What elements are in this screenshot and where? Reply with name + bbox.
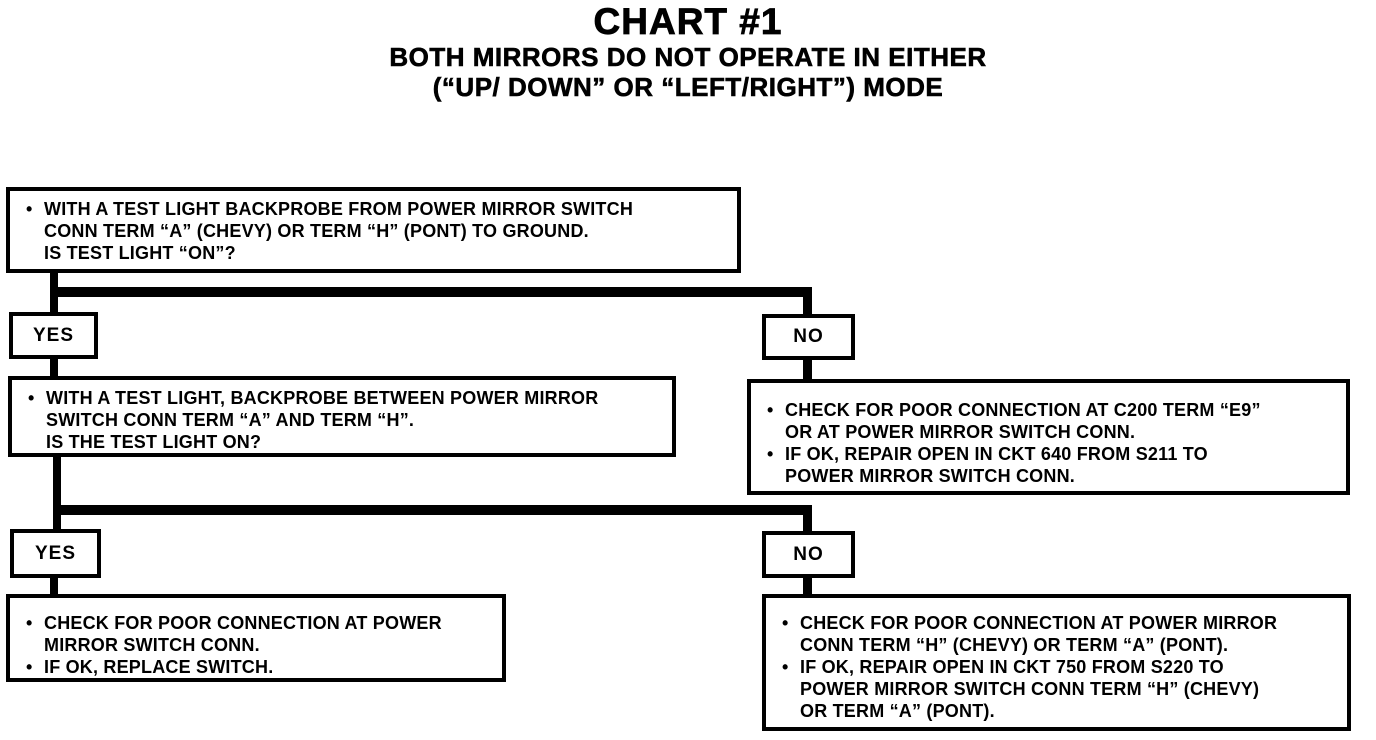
connector-bar2-to-no2	[803, 507, 812, 533]
chart-title: CHART #1	[593, 1, 783, 42]
decision1-question: IS TEST LIGHT “ON”?	[44, 243, 236, 263]
yes-label: YES	[34, 542, 77, 564]
yes-branch-2: YES	[10, 529, 101, 578]
bullet-icon: •	[26, 199, 33, 219]
no-label: NO	[793, 543, 824, 565]
connector-yes1-to-q2	[50, 357, 58, 378]
chart-subtitle-line1: BOTH MIRRORS DO NOT OPERATE IN EITHER	[389, 42, 987, 73]
no-branch-1: NO	[762, 314, 855, 360]
chart-subtitle-line2: (“UP/ DOWN” OR “LEFT/RIGHT”) MODE	[432, 72, 944, 103]
decision-box-2: • WITH A TEST LIGHT, BACKPROBE BETWEEN P…	[8, 376, 676, 457]
action-yes2-check: CHECK FOR POOR CONNECTION AT POWER MIRRO…	[44, 613, 442, 655]
bullet-icon: •	[767, 444, 774, 464]
bullet-icon: •	[782, 613, 789, 633]
no-label: NO	[793, 326, 824, 347]
yes-branch-1: YES	[9, 312, 98, 359]
action-box-yes2: • CHECK FOR POOR CONNECTION AT POWER MIR…	[6, 594, 506, 682]
action-no1-check: CHECK FOR POOR CONNECTION AT C200 TERM “…	[785, 400, 1261, 442]
bullet-icon: •	[767, 400, 774, 420]
connector-branch-bar-1	[50, 287, 812, 297]
decision-box-1: • WITH A TEST LIGHT BACKPROBE FROM POWER…	[6, 187, 741, 273]
connector-branch-bar-2	[53, 505, 812, 515]
action-no2-repair: IF OK, REPAIR OPEN IN CKT 750 FROM S220 …	[800, 657, 1260, 721]
connector-no2-to-action3	[803, 576, 812, 596]
bullet-icon: •	[26, 613, 33, 633]
no-branch-2: NO	[762, 531, 855, 578]
action-box-no1: • CHECK FOR POOR CONNECTION AT C200 TERM…	[747, 379, 1350, 495]
connector-yes2-to-action2	[50, 576, 58, 596]
action-no2-check: CHECK FOR POOR CONNECTION AT POWER MIRRO…	[800, 613, 1278, 655]
action-no1-repair: IF OK, REPAIR OPEN IN CKT 640 FROM S211 …	[785, 444, 1208, 486]
action-box-no2: • CHECK FOR POOR CONNECTION AT POWER MIR…	[762, 594, 1351, 731]
connector-q2-to-yes2	[53, 455, 61, 531]
action-yes2-replace: IF OK, REPLACE SWITCH.	[44, 657, 274, 677]
bullet-icon: •	[28, 388, 35, 408]
decision2-instruction: WITH A TEST LIGHT, BACKPROBE BETWEEN POW…	[46, 388, 599, 430]
bullet-icon: •	[26, 657, 33, 677]
chart-header: CHART #1 BOTH MIRRORS DO NOT OPERATE IN …	[0, 0, 1376, 102]
yes-label: YES	[32, 324, 75, 346]
connector-no1-to-action1	[803, 358, 812, 381]
connector-bar1-to-no1	[803, 289, 812, 316]
decision1-instruction: WITH A TEST LIGHT BACKPROBE FROM POWER M…	[44, 199, 634, 241]
decision2-question: IS THE TEST LIGHT ON?	[46, 432, 262, 452]
bullet-icon: •	[782, 657, 789, 677]
